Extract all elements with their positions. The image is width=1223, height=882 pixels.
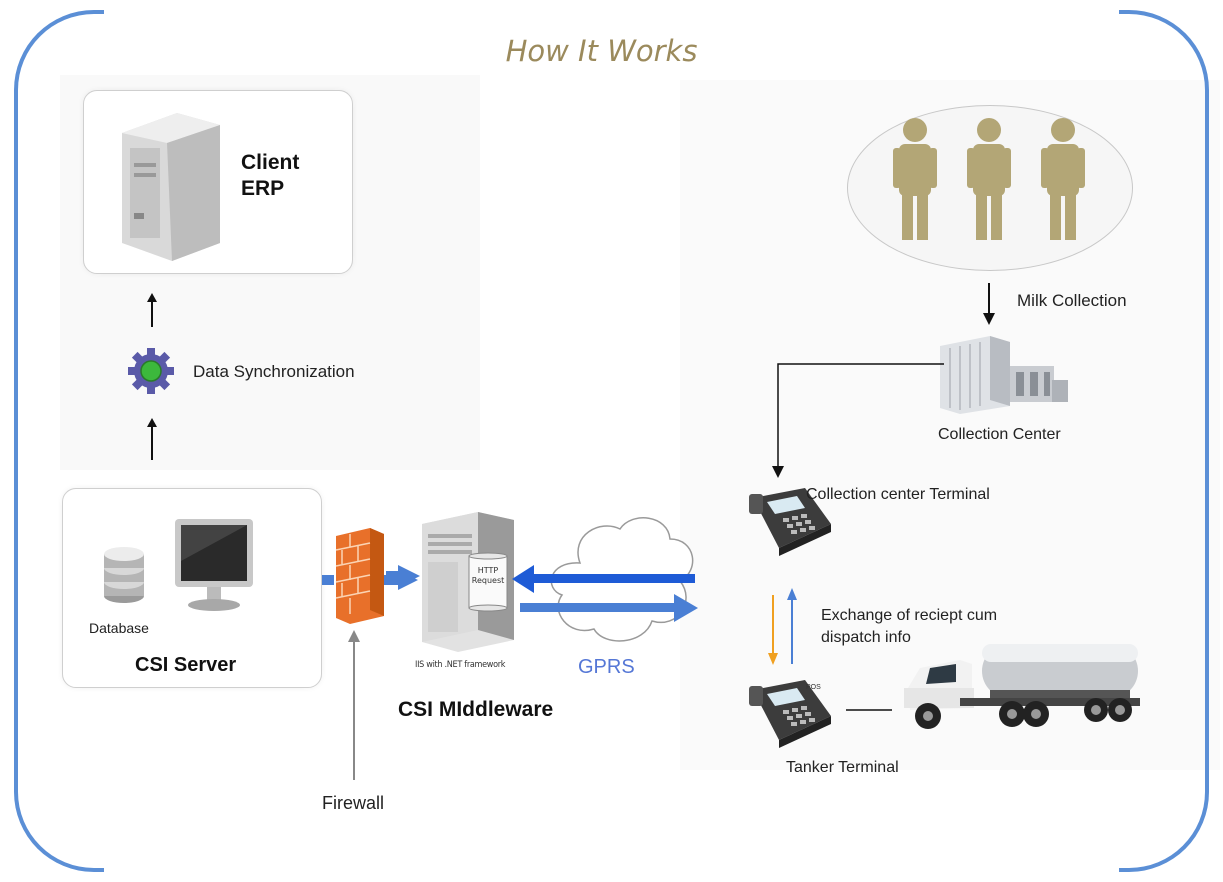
up-arrow-icon-bottom [147,418,157,460]
firewall-up-arrow [348,630,360,780]
database-icon [104,547,144,603]
firewall-label: Firewall [322,793,385,813]
exchange-down-arrow [768,595,778,665]
gprs-incoming-arrow [512,565,695,593]
csi-server-label: CSI Server [135,654,237,676]
tanker-terminal-pos-icon [749,680,831,748]
milk-tanker-truck-icon [904,644,1140,729]
firewall-to-middleware-arrow [386,565,420,587]
http-request-scroll-icon [468,552,508,612]
milk-collection-label: Milk Collection [1017,291,1127,310]
page-title: How It Works [505,34,698,68]
gprs-label: GPRS [578,656,635,678]
milk-collection-arrow [983,283,995,325]
client-erp-label-line2: ERP [241,177,285,200]
firewall-icon [335,528,384,624]
csi-server-box: Database CSI Server [62,488,322,688]
up-arrow-icon-top [147,293,157,327]
exchange-label-line2: dispatch info [821,629,911,646]
client-erp-label-line1: Client [241,151,300,174]
frame-right-bracket [1119,10,1209,872]
collection-terminal-pos-icon [749,488,831,556]
http-request-label: HTTP Request [471,566,505,585]
exchange-label-line1: Exchange of reciept cum [821,607,998,624]
monitor-icon [175,519,253,611]
middleware-label: CSI MIddleware [398,698,554,721]
collection-center-building-icon [940,336,1068,414]
server-tower-icon [122,113,220,261]
middleware-caption: IIS with .NET framework [415,660,506,670]
tanker-terminal-label: Tanker Terminal [786,759,899,776]
collection-terminal-label: Collection center Terminal [806,486,990,503]
data-sync-label: Data Synchronization [193,362,355,381]
terminal-truck-connector [846,709,892,711]
collection-center-label: Collection Center [938,426,1061,443]
client-erp-box: Client ERP [83,90,353,274]
exchange-up-arrow [787,588,797,664]
pos-mark: POS [806,684,821,691]
gear-icon [128,348,174,394]
center-to-terminal-arrow [772,363,944,478]
database-label: Database [89,620,149,636]
gprs-outgoing-arrow [520,594,698,622]
farmers-group-icon [893,118,1085,240]
